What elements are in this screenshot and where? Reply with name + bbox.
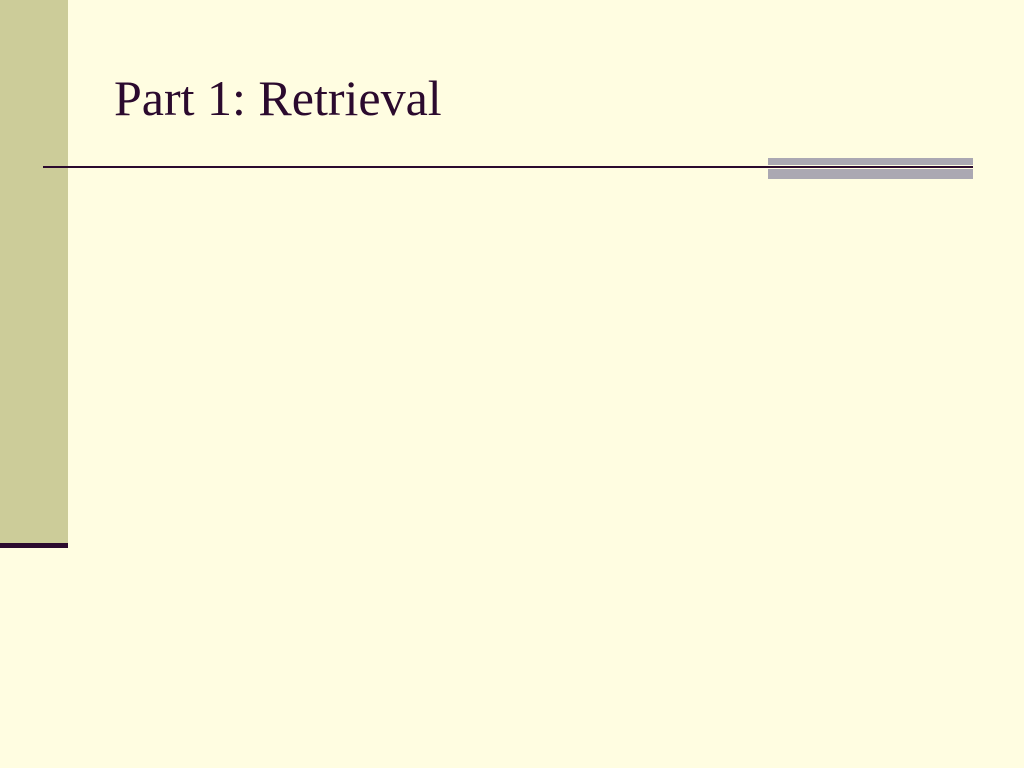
title-rule-accent [768, 158, 973, 179]
rule-accent-middle-line [768, 166, 973, 168]
rule-accent-bottom-bar [768, 169, 973, 179]
title-underline-rule [43, 166, 973, 168]
rule-accent-top-bar [768, 158, 973, 165]
slide-title: Part 1: Retrieval [114, 70, 442, 126]
left-band-accent-bar [0, 543, 68, 548]
left-decorative-band [0, 0, 68, 543]
